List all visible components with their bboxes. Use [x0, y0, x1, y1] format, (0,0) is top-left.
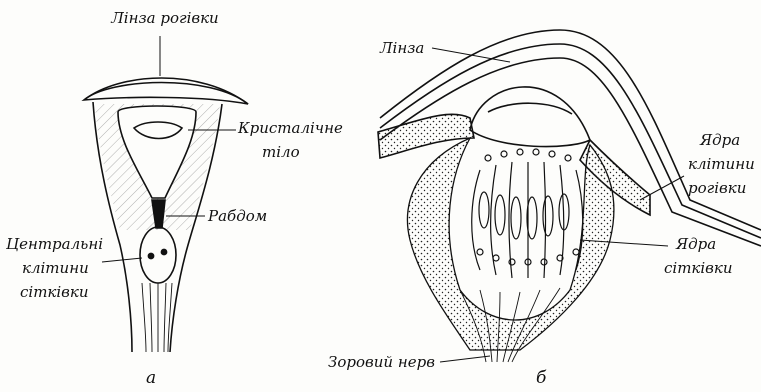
label-retina-nuclei-line2: сітківки — [664, 260, 733, 277]
ommatidium-figure — [84, 36, 248, 352]
retina-cells — [472, 149, 583, 278]
label-central-cells-line1: Центральні — [6, 236, 103, 253]
label-crystalline-cone-line2: тіло — [262, 144, 300, 161]
panel-label-b: б — [536, 370, 546, 387]
label-corneal-lens: Лінза рогівки — [95, 10, 235, 27]
label-retina-nuclei-line1: Ядра — [676, 236, 716, 253]
label-central-cells-line3: сітківки — [20, 284, 89, 301]
label-crystalline-cone-line1: Кристалічне — [238, 120, 343, 137]
label-optic-nerve: Зоровий нерв — [328, 354, 435, 371]
label-cornea-nuclei-line1: Ядра — [700, 132, 740, 149]
label-cornea-nuclei-line2: клітини — [688, 156, 755, 173]
panel-label-a: а — [146, 370, 156, 387]
label-rhabdom: Рабдом — [208, 208, 267, 225]
label-central-cells-line2: клітини — [22, 260, 89, 277]
label-lens: Лінза — [380, 40, 424, 57]
label-cornea-nuclei-line3: рогівки — [688, 180, 746, 197]
